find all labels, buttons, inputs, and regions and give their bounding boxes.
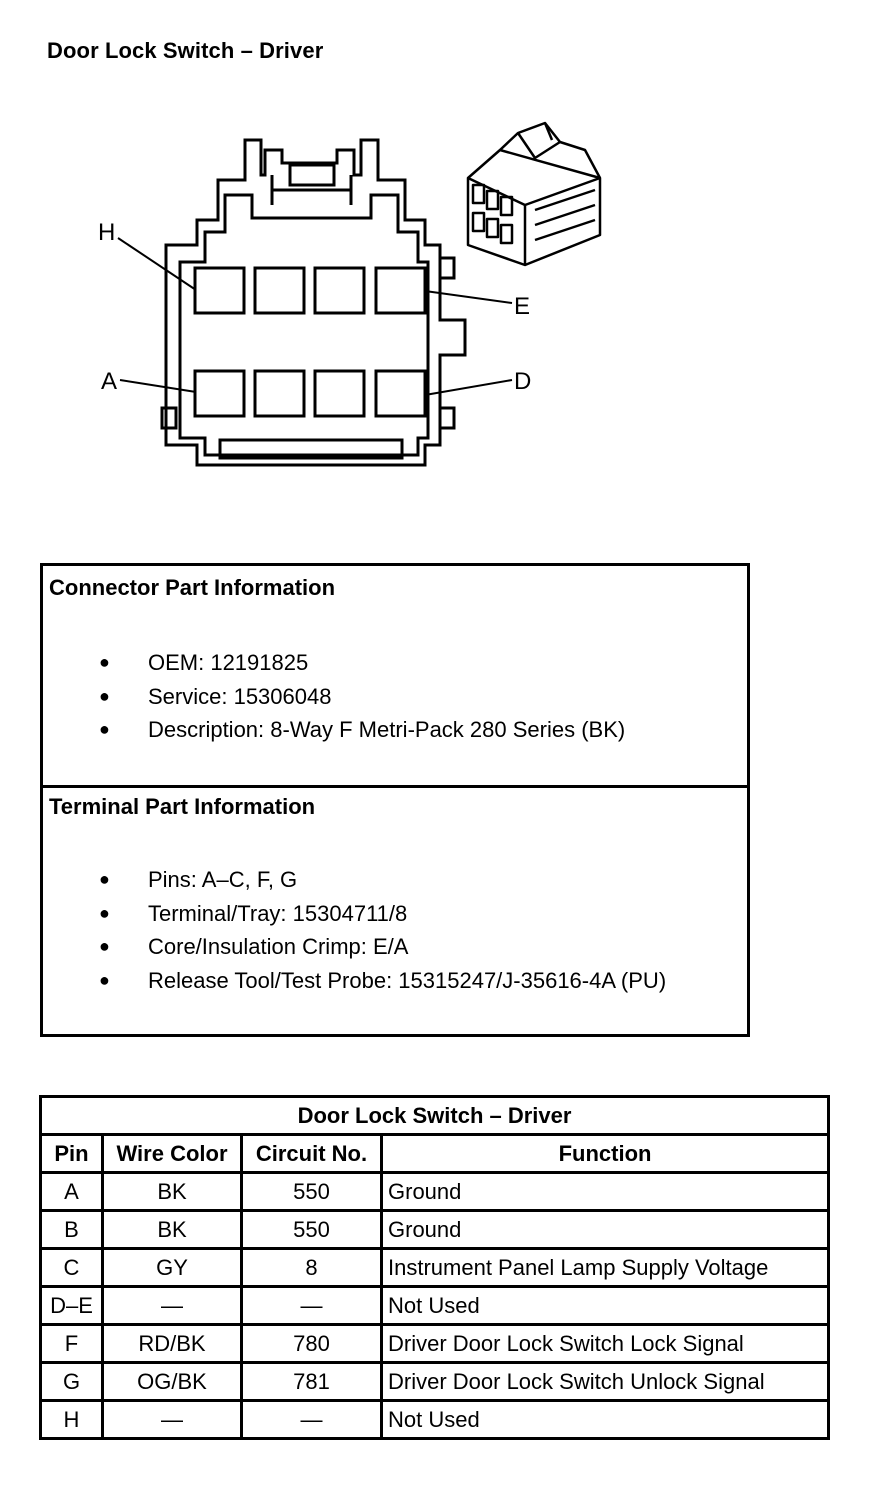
cavity-g: [253, 266, 306, 315]
table-row: A BK 550 Ground: [39, 1171, 831, 1212]
bullet-icon: ●: [99, 719, 110, 739]
cell-circuit-no: 8: [240, 1247, 383, 1288]
cavity-e: [374, 266, 427, 315]
bullet-icon: ●: [99, 685, 110, 706]
terminal-part-info: Terminal Part Information ● Pins: A–C, F,…: [43, 785, 747, 1034]
table-row: B BK 550 Ground: [39, 1209, 831, 1250]
bullet-icon: ●: [99, 936, 110, 956]
cell-wire-color: BK: [101, 1171, 243, 1212]
bullet-icon: ●: [99, 652, 110, 672]
connector-description: Description: 8-Way F Metri-Pack 280 Seri…: [148, 717, 626, 742]
leader-line-h: [117, 237, 197, 291]
bullet-icon: ●: [99, 869, 110, 889]
connector-latch: [270, 175, 353, 205]
header-pin: Pin: [39, 1133, 104, 1174]
table-row: D–E — — Not Used: [39, 1285, 831, 1326]
connector-service: Service: 15306048: [148, 683, 332, 709]
pin-label-e: E: [514, 293, 530, 320]
pin-label-a: A: [101, 368, 117, 395]
latch-slot: [288, 163, 336, 187]
terminal-info-heading: Terminal Part Information: [49, 794, 316, 819]
cell-pin: F: [39, 1323, 104, 1364]
side-tab-right-top: [438, 256, 456, 280]
connector-housing-outline: [164, 138, 467, 467]
cell-circuit-no: —: [240, 1399, 383, 1440]
terminal-tray: Terminal/Tray: 15304711/8: [148, 900, 408, 926]
cavity-b: [253, 369, 306, 418]
leader-line-d: [424, 379, 513, 396]
connector-diagram: H E A D: [98, 121, 602, 467]
cavity-d: [374, 369, 427, 418]
connector-info-heading: Connector Part Information: [49, 575, 336, 600]
cell-pin: C: [39, 1247, 104, 1288]
cavity-h: [193, 266, 246, 315]
list-item: ● Service: 15306048: [43, 680, 625, 714]
terminal-crimp: Core/Insulation Crimp: E/A: [148, 934, 409, 959]
header-wire-color: Wire Color: [101, 1133, 243, 1174]
cell-circuit-no: 780: [240, 1323, 383, 1364]
cell-circuit-no: 550: [240, 1171, 383, 1212]
part-info-box: Connector Part Information ● OEM: 1219182…: [40, 563, 750, 1037]
terminal-pins: Pins: A–C, F, G: [148, 867, 298, 892]
cavity-a: [193, 369, 246, 418]
pin-label-h: H: [98, 219, 115, 246]
cell-wire-color: BK: [101, 1209, 243, 1250]
connector-part-info: Connector Part Information ● OEM: 1219182…: [43, 566, 747, 788]
list-item: ● Release Tool/Test Probe: 15315247/J-356…: [43, 964, 666, 998]
cell-pin: A: [39, 1171, 104, 1212]
cell-wire-color: GY: [101, 1247, 243, 1288]
cell-wire-color: —: [101, 1399, 243, 1440]
table-header-row: Pin Wire Color Circuit No. Function: [39, 1133, 831, 1174]
cavity-f: [313, 266, 366, 315]
page-title: Door Lock Switch – Driver: [47, 38, 324, 63]
cell-pin: B: [39, 1209, 104, 1250]
cell-function: Not Used: [379, 1399, 831, 1440]
cell-circuit-no: 781: [240, 1361, 383, 1402]
list-item: ● OEM: 12191825: [43, 646, 625, 680]
list-item: ● Description: 8-Way F Metri-Pack 280 Ser…: [43, 713, 625, 747]
bullet-icon: ●: [99, 969, 110, 990]
cell-function: Ground: [379, 1171, 831, 1212]
cell-circuit-no: 550: [240, 1209, 383, 1250]
header-circuit-no: Circuit No.: [240, 1133, 383, 1174]
table-row: F RD/BK 780 Driver Door Lock Switch Lock…: [39, 1323, 831, 1364]
connector-info-list: ● OEM: 12191825 ● Service: 15306048 ● Descr…: [43, 646, 625, 747]
cell-function: Ground: [379, 1209, 831, 1250]
table-row: G OG/BK 781 Driver Door Lock Switch Unlo…: [39, 1361, 831, 1402]
cell-wire-color: —: [101, 1285, 243, 1326]
cell-circuit-no: —: [240, 1285, 383, 1326]
pin-label-d: D: [514, 368, 531, 395]
bottom-slot: [218, 438, 404, 460]
leader-line-a: [119, 379, 197, 393]
cell-function: Not Used: [379, 1285, 831, 1326]
table-row: C GY 8 Instrument Panel Lamp Supply Volt…: [39, 1247, 831, 1288]
cavity-c: [313, 369, 366, 418]
cell-pin: G: [39, 1361, 104, 1402]
connector-inner-wall: [178, 193, 430, 457]
cell-pin: H: [39, 1399, 104, 1440]
list-item: ● Terminal/Tray: 15304711/8: [43, 897, 666, 931]
header-function: Function: [379, 1133, 831, 1174]
connector-oem: OEM: 12191825: [148, 650, 309, 675]
connector-isometric-view: [466, 121, 602, 267]
list-item: ● Core/Insulation Crimp: E/A: [43, 930, 666, 964]
side-tab-right-bottom: [438, 406, 456, 430]
table-caption: Door Lock Switch – Driver: [38, 1095, 831, 1136]
side-tab-left-bottom: [160, 406, 178, 430]
terminal-release-tool: Release Tool/Test Probe: 15315247/J-3561…: [148, 967, 667, 993]
bullet-icon: ●: [99, 902, 110, 923]
list-item: ● Pins: A–C, F, G: [43, 863, 666, 897]
cell-wire-color: OG/BK: [101, 1361, 243, 1402]
terminal-info-list: ● Pins: A–C, F, G ● Terminal/Tray: 1530471…: [43, 863, 666, 997]
cell-wire-color: RD/BK: [101, 1323, 243, 1364]
cell-function: Instrument Panel Lamp Supply Voltage: [379, 1247, 831, 1288]
table-row: H — — Not Used: [39, 1399, 831, 1440]
pin-function-table: Door Lock Switch – Driver Pin Wire Color…: [38, 1095, 831, 1440]
leader-line-e: [424, 290, 513, 304]
cell-function: Driver Door Lock Switch Lock Signal: [379, 1323, 831, 1364]
cell-function: Driver Door Lock Switch Unlock Signal: [379, 1361, 831, 1402]
cell-pin: D–E: [39, 1285, 104, 1326]
table-caption-row: Door Lock Switch – Driver: [38, 1095, 831, 1136]
